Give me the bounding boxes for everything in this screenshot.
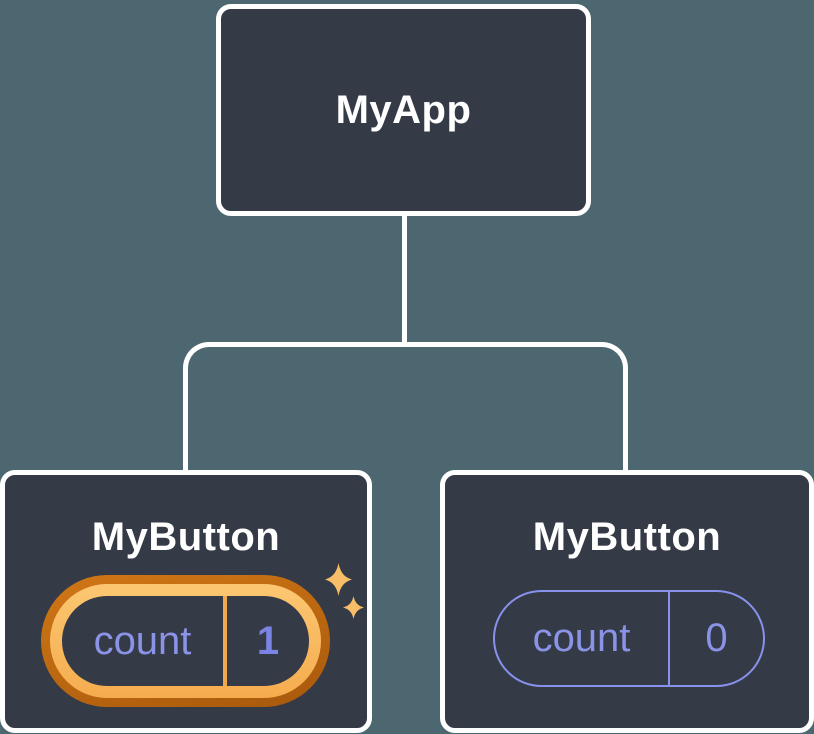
sparkle-icon — [343, 596, 364, 619]
pill-divider — [668, 592, 670, 685]
node-mybutton-idle: MyButton count 0 — [440, 470, 814, 733]
state-pill: count 0 — [493, 590, 765, 687]
state-name: count — [532, 616, 631, 660]
pill-divider — [223, 596, 227, 686]
connector-stem — [402, 212, 407, 342]
connector-branch — [183, 342, 628, 470]
state-pill-body: count 1 — [62, 596, 309, 686]
state-value: 1 — [256, 618, 280, 663]
highlight-ring: count 1 — [50, 584, 321, 698]
node-myapp-label: MyApp — [335, 87, 472, 132]
sparkle-icon — [325, 563, 352, 596]
state-value: 0 — [705, 616, 728, 660]
node-mybutton-active-label: MyButton — [91, 515, 281, 559]
state-pill-highlighted: count 1 — [41, 575, 330, 707]
node-mybutton-idle-label: MyButton — [532, 515, 722, 559]
node-mybutton-active: MyButton count 1 — [0, 470, 372, 733]
state-name: count — [93, 618, 192, 663]
node-myapp: MyApp — [216, 4, 591, 216]
